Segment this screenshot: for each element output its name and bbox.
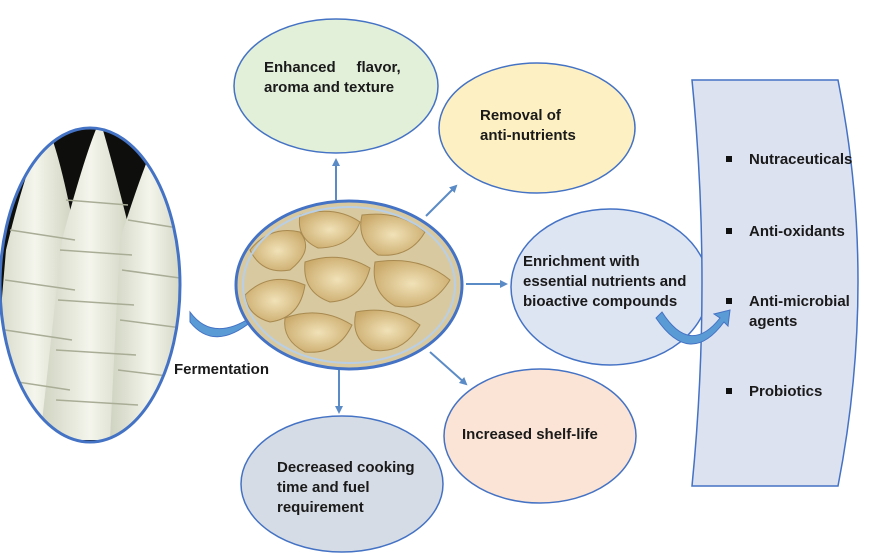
bullet-icon: [726, 228, 732, 234]
bullet-icon: [726, 298, 732, 304]
benefit-label-antinutrients: Removal of anti-nutrients: [480, 106, 576, 146]
benefit-label-cooking: Decreased cooking time and fuel requirem…: [277, 458, 415, 518]
arrow-to-antinutrients: [426, 186, 456, 216]
fermented-bamboo-shoot-bowl-photo: [230, 195, 470, 375]
benefit-label-shelflife: Increased shelf-life: [462, 425, 598, 445]
bamboo-shoots-photo: [0, 120, 190, 450]
bullet-icon: [726, 156, 732, 162]
benefit-label-flavor: Enhanced flavor, aroma and texture: [264, 58, 424, 98]
benefit-label-enrichment: Enrichment with essential nutrients and …: [523, 252, 686, 312]
bullet-icon: [726, 388, 732, 394]
arrow-to-shelflife: [430, 352, 466, 384]
applications-panel: [692, 80, 858, 486]
process-label-fermentation: Fermentation: [174, 360, 269, 380]
